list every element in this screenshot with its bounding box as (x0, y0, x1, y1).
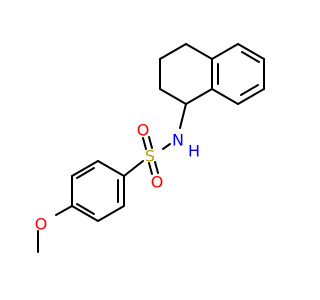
sulfur-atom-label: S (145, 147, 155, 166)
structure-diagram: S O O N H O (35, 43, 265, 253)
n-s-bond (162, 143, 171, 150)
methoxyphenyl-ring (71, 160, 125, 222)
tetralin-aromatic-ring (211, 43, 265, 105)
aryl-o-bond (55, 205, 73, 216)
sulfonyl-oxygen-bottom-label: O (151, 173, 164, 192)
tetralin-saturated-ring (159, 43, 213, 105)
sulfonyl-oxygen-top-label: O (137, 121, 150, 140)
c1-n-bond (179, 103, 187, 129)
sulfonyl-double-bonds (142, 136, 159, 175)
methoxy-oxygen-label: O (35, 215, 48, 234)
molecule-canvas: S O O N H O (35, 43, 265, 253)
hydrogen-atom-label: H (188, 142, 200, 161)
s-aryl-bond (123, 160, 144, 177)
nitrogen-atom-label: N (172, 131, 184, 150)
